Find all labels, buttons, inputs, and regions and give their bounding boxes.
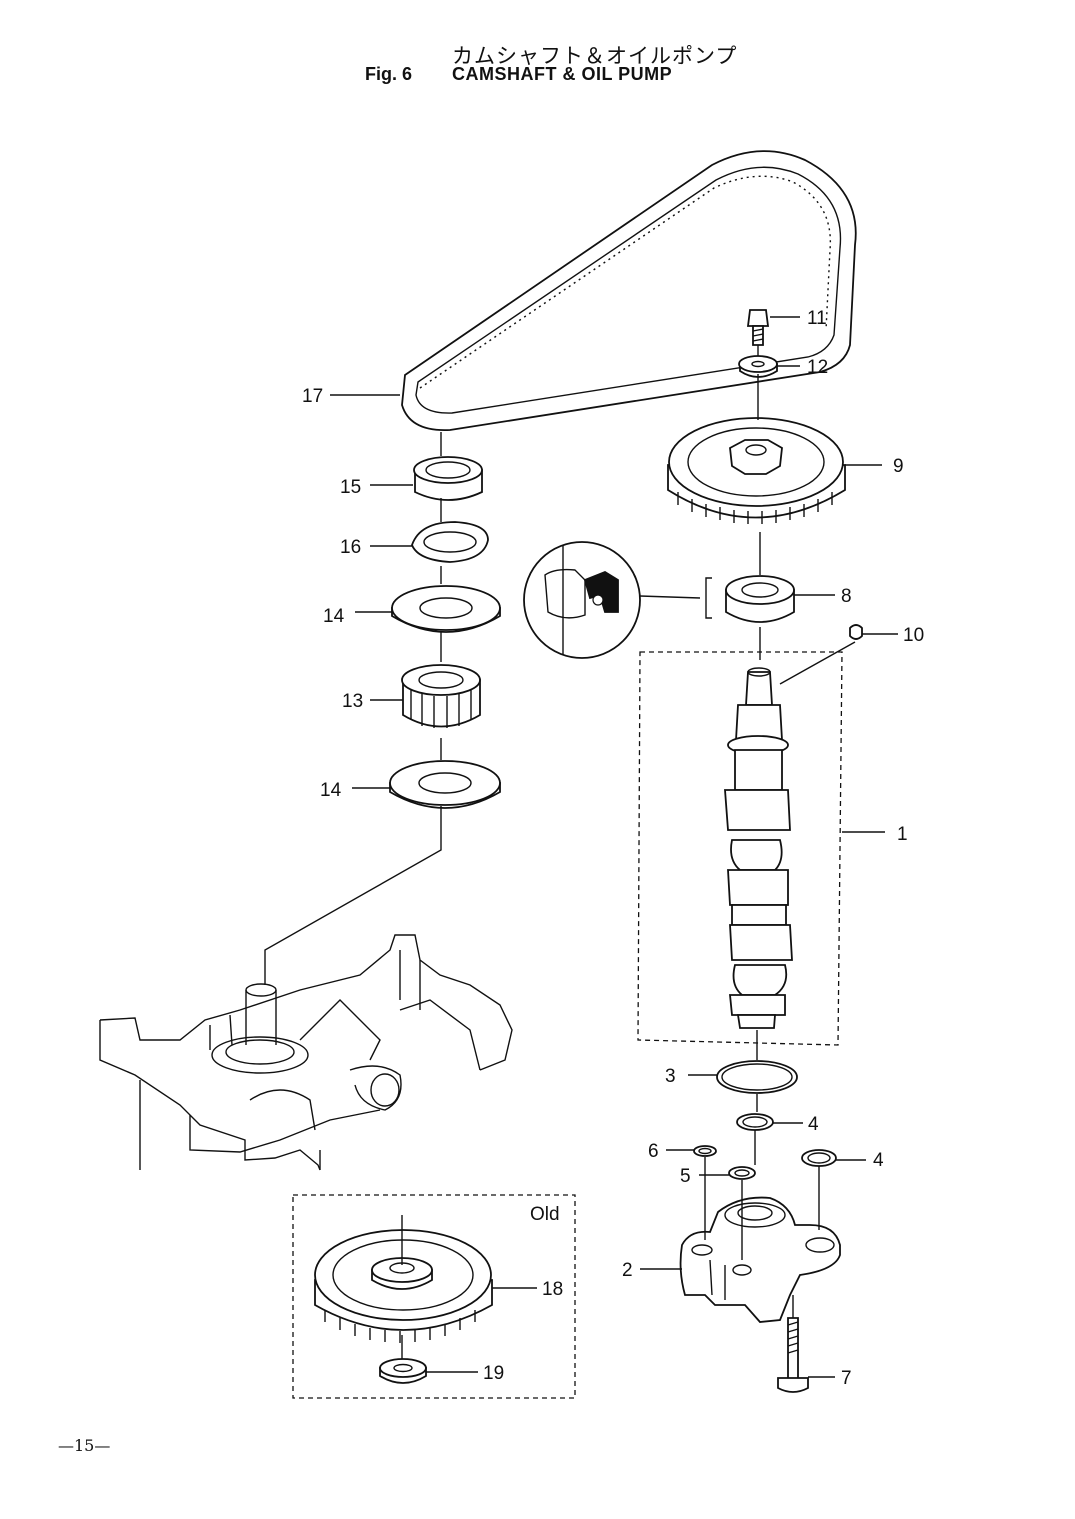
part-3-o-ring — [716, 1060, 798, 1094]
title-english: CAMSHAFT & OIL PUMP — [452, 64, 673, 84]
callout-9: 9 — [893, 456, 904, 477]
callout-17: 17 — [302, 386, 323, 407]
title-japanese: カムシャフト＆オイルポンプ — [452, 44, 738, 68]
part-16-lock-washer — [411, 521, 489, 563]
callout-10: 10 — [903, 625, 924, 646]
callout-15: 15 — [340, 477, 361, 498]
leader-lines — [330, 316, 898, 1378]
callout-6: 6 — [648, 1141, 659, 1162]
old-label: Old — [530, 1204, 560, 1225]
callout-7: 7 — [841, 1368, 852, 1389]
part-10-woodruff-key — [849, 624, 863, 640]
part-14-thrust-washer-upper — [391, 585, 501, 633]
crankcase-outline — [99, 934, 513, 1171]
callout-3: 3 — [665, 1066, 676, 1087]
timing-belt — [401, 150, 857, 431]
seal-detail-inset — [523, 541, 712, 659]
callout-16: 16 — [340, 537, 361, 558]
part-13-crank-sprocket — [401, 664, 481, 728]
callout-14-lower: 14 — [320, 780, 342, 801]
callout-2: 2 — [622, 1260, 633, 1281]
part-9-cam-sprocket — [667, 417, 846, 524]
part-11-bolt — [746, 309, 770, 346]
callout-19: 19 — [483, 1363, 504, 1384]
callout-18: 18 — [542, 1279, 563, 1300]
part-15-nut — [413, 456, 483, 501]
part-1-camshaft — [637, 641, 856, 1046]
part-4-o-ring-right — [801, 1149, 837, 1167]
callout-13: 13 — [342, 691, 363, 712]
callout-14-upper: 14 — [323, 606, 345, 627]
part-4-o-ring-center — [736, 1113, 774, 1131]
callout-1: 1 — [897, 824, 908, 845]
callout-8: 8 — [841, 586, 852, 607]
part-8-oil-seal — [725, 575, 795, 623]
callout-12: 12 — [807, 357, 828, 378]
part-12-washer — [738, 355, 778, 378]
part-5-o-ring — [728, 1166, 756, 1180]
old-parts-box — [292, 1194, 576, 1399]
page-number: —15— — [58, 1436, 111, 1455]
part-7-bolt — [777, 1317, 809, 1393]
part-6-small-o-ring — [693, 1145, 717, 1157]
callout-4-center: 4 — [808, 1114, 819, 1135]
callout-11: 11 — [807, 308, 827, 329]
part-14-thrust-washer-lower — [389, 760, 501, 809]
callout-4-right: 4 — [873, 1150, 884, 1171]
figure-number: Fig. 6 — [365, 64, 413, 84]
part-2-oil-pump — [679, 1196, 841, 1323]
callout-5: 5 — [680, 1166, 691, 1187]
